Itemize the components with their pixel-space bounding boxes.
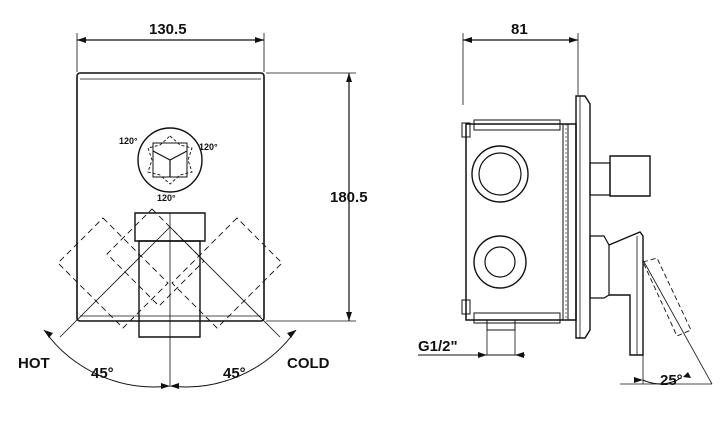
front-view — [44, 33, 356, 389]
depth-dimension — [463, 33, 578, 105]
thread-dimension — [418, 352, 525, 358]
side-view — [418, 33, 712, 384]
upper-port — [472, 146, 528, 202]
cold-label: COLD — [287, 355, 330, 372]
diverter-knob-side — [590, 156, 650, 196]
rotation-label-bottom: 120° — [157, 193, 176, 203]
width-dimension — [77, 33, 264, 72]
lever-angle-arc — [620, 372, 712, 384]
thread-label: G1/2" — [418, 338, 458, 355]
hot-label: HOT — [18, 355, 50, 372]
rotation-label-right: 120° — [199, 142, 218, 152]
swing-arcs — [44, 330, 296, 389]
rotation-label-left: 120° — [119, 136, 138, 146]
diverter-knob — [138, 128, 202, 192]
angle-right-label: 45° — [223, 365, 246, 382]
mixing-lever — [58, 209, 282, 385]
lever-side — [590, 232, 712, 384]
lever-angle-label: 25° — [660, 372, 683, 389]
height-dimension — [266, 73, 356, 321]
depth-label: 81 — [511, 21, 528, 38]
lower-port — [474, 236, 526, 355]
cover-plate — [77, 73, 264, 321]
width-label: 130.5 — [149, 21, 187, 38]
height-label: 180.5 — [330, 189, 368, 206]
valve-body — [462, 120, 576, 323]
angle-left-label: 45° — [91, 365, 114, 382]
cover-plate-side — [576, 96, 590, 338]
